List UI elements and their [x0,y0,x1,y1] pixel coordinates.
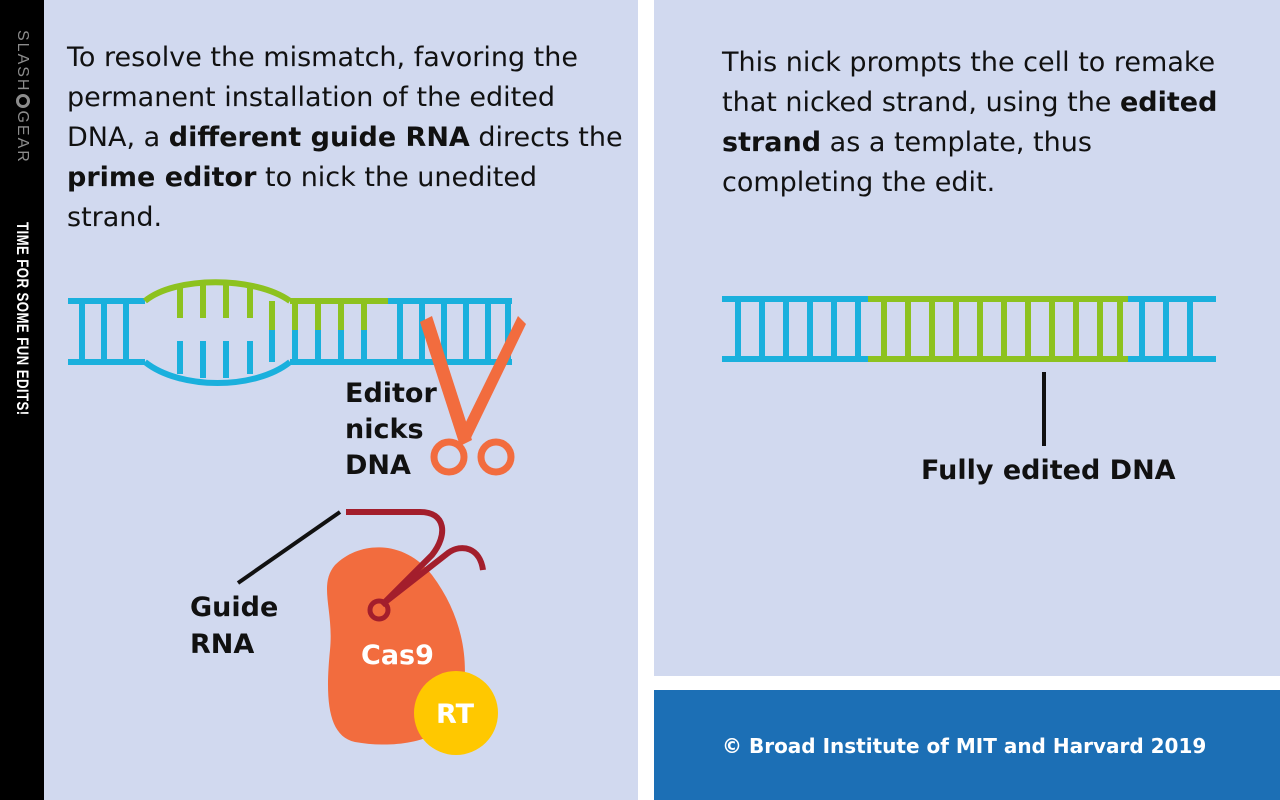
sidebar: SLASHGEAR TIME FOR SOME FUN EDITS! [0,0,44,800]
edited-rungs [269,301,367,362]
scissors-icon [420,316,526,476]
left-dna [68,279,512,386]
caption-text: To resolve the mismatch, favoring the pe… [67,42,578,153]
fully-edited-dna-label: Fully edited DNA [921,455,1176,486]
cas9-label: Cas9 [361,640,434,671]
copyright-text: © Broad Institute of MIT and Harvard 201… [722,734,1207,758]
left-caption: To resolve the mismatch, favoring the pe… [67,38,627,238]
mismatch-rungs [177,285,253,378]
caption-bold: different guide RNA [168,122,470,153]
dna-strand-bottom-bulge [143,359,292,386]
guide-label-line-1: Guide [190,592,279,623]
caption-bold: edited strand [722,87,1218,158]
right-panel [654,0,1280,676]
right-dna [722,296,1216,362]
caption-text: as a template, thus completing the edit. [722,127,1092,198]
guide-rna [346,509,486,622]
footer [654,690,1280,800]
editor-label-line-3: DNA [345,450,411,481]
right-caption: This nick prompts the cell to remake tha… [722,43,1242,203]
rt-label: RT [436,699,474,730]
guide-rna-pointer [236,510,342,585]
editor-label-line-2: nicks [345,414,424,445]
guide-label-line-2: RNA [190,629,255,660]
dna-rungs [79,301,129,362]
editor-label-line-1: Editor [345,378,437,409]
caption-text: This nick prompts the cell to remake tha… [722,47,1216,118]
rt-enzyme [414,671,498,755]
caption-bold: prime editor [67,162,257,193]
caption-text: to nick the unedited strand. [67,162,538,233]
caption-text: directs the [469,122,623,153]
dna-rungs [397,301,511,362]
dna-strand-top-edited [143,279,292,304]
